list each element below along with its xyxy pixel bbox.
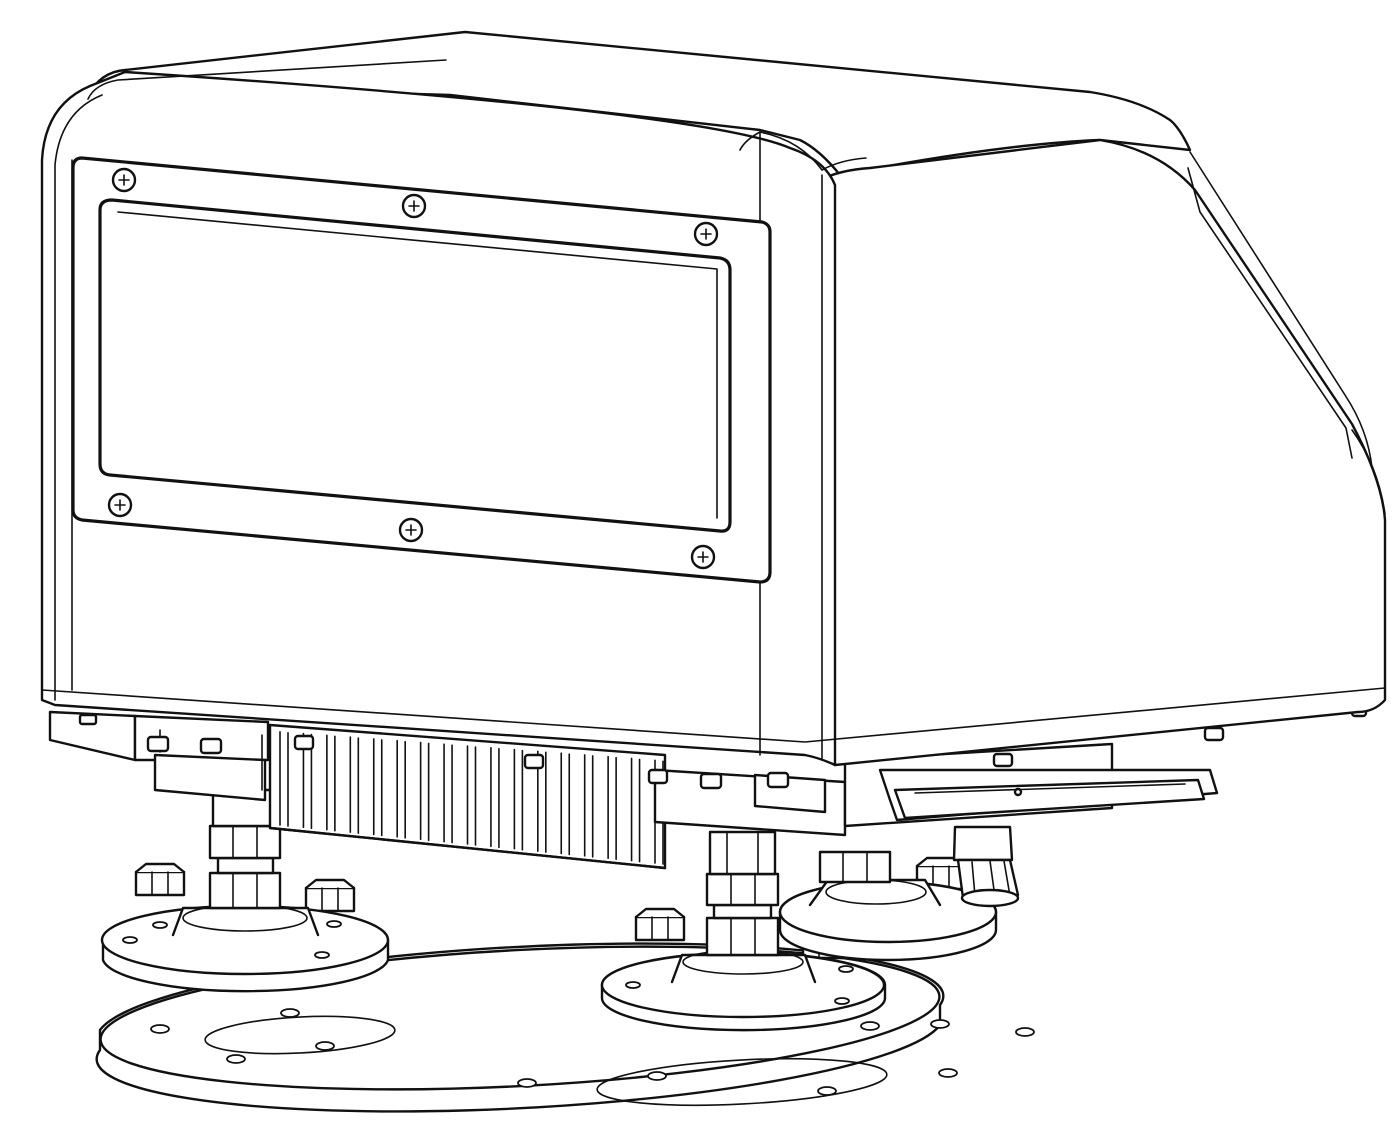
- leveling-foot-front-center: [600, 830, 887, 1032]
- rear-handle: [878, 768, 1219, 822]
- nut: [634, 907, 686, 942]
- window-screws: [107, 167, 719, 570]
- nut: [304, 878, 356, 913]
- plate-holes: [150, 1008, 1035, 1096]
- screw-head: [693, 221, 719, 247]
- heatsink: [268, 723, 667, 870]
- screw-head: [398, 517, 424, 543]
- window-panel: [71, 156, 772, 584]
- leveling-foot-rear: [778, 850, 998, 962]
- cable-gland: [952, 825, 1020, 908]
- screw-head: [107, 492, 133, 518]
- leveling-foot-front-left: [100, 788, 390, 993]
- nut: [134, 862, 186, 897]
- screw-head: [690, 544, 716, 570]
- screw-head: [111, 167, 137, 193]
- screw-head: [401, 193, 427, 219]
